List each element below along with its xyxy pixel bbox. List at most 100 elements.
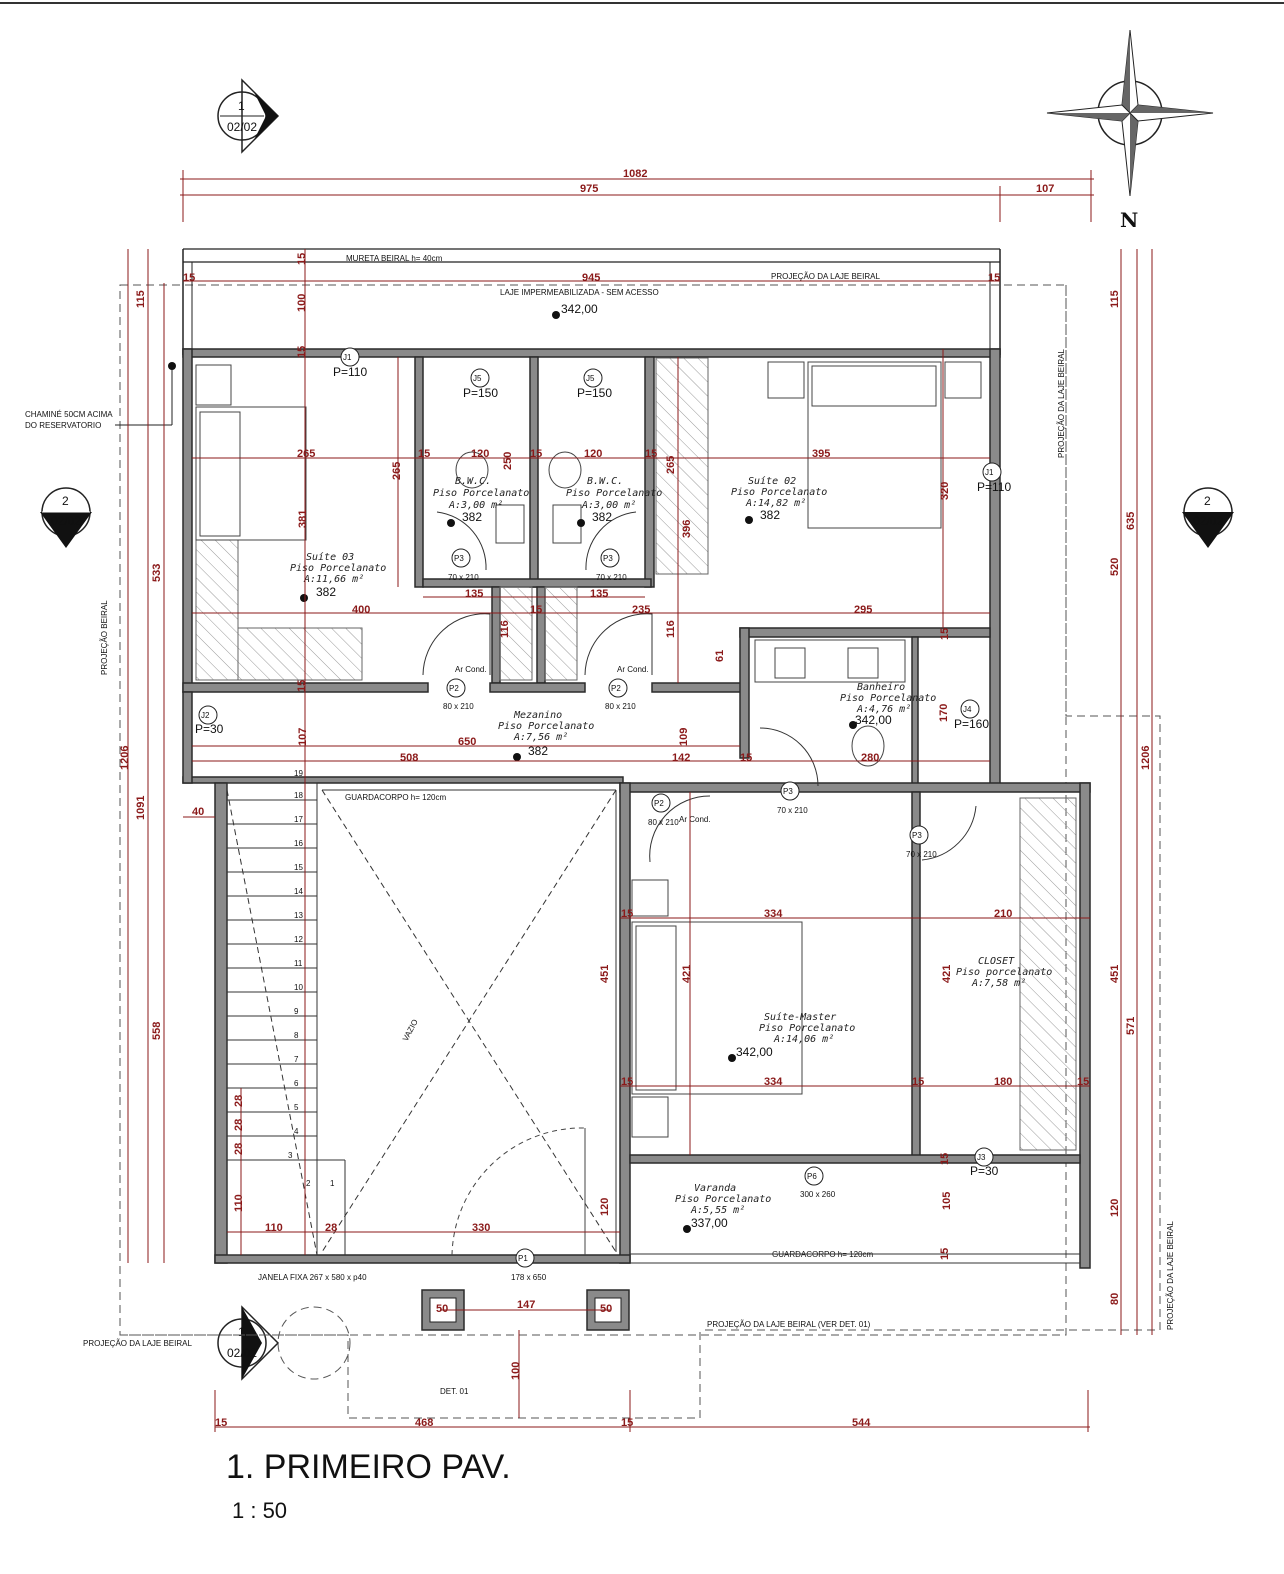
svg-text:Piso Porcelanato: Piso Porcelanato	[759, 1023, 855, 1034]
interior-dimensions: 945 15 15 15 100 15 265 15 120 15 120 15…	[183, 249, 1090, 1418]
svg-text:571: 571	[1125, 1017, 1137, 1035]
section-marker-1-bottom: 1 02/02	[217, 1305, 280, 1381]
svg-text:15: 15	[939, 1153, 951, 1165]
svg-text:295: 295	[854, 604, 872, 616]
room-mezanino: Mezanino Piso Porcelanato A:7,56 m²	[498, 710, 594, 743]
stairs: 19 18 17 16 15 14 13 12 11 10 9 8 7 6 5 …	[226, 769, 346, 1256]
svg-text:2: 2	[62, 494, 69, 508]
svg-text:265: 265	[391, 462, 403, 480]
svg-text:15: 15	[912, 1076, 924, 1088]
svg-text:J4: J4	[963, 705, 972, 714]
section-marker-2-right: 2 02/02	[1182, 487, 1234, 548]
svg-text:70 x 210: 70 x 210	[777, 806, 808, 815]
svg-text:250: 250	[502, 452, 514, 470]
dim-1082: 1082	[623, 168, 647, 180]
bottom-dimensions: 15 468 15 544	[214, 1390, 1090, 1432]
svg-text:100: 100	[510, 1362, 522, 1380]
svg-text:P2: P2	[654, 799, 664, 808]
svg-text:A:5,55 m²: A:5,55 m²	[690, 1205, 745, 1216]
svg-text:PROJEÇÃO BEIRAL: PROJEÇÃO BEIRAL	[100, 600, 109, 675]
svg-text:100: 100	[296, 294, 308, 312]
svg-text:382: 382	[760, 508, 780, 522]
svg-text:7: 7	[294, 1055, 299, 1064]
svg-text:3: 3	[288, 1151, 293, 1160]
right-dimensions: 115 635 520 1206 451 571 120 80	[1109, 249, 1153, 1335]
svg-text:02/02: 02/02	[1193, 514, 1223, 528]
svg-text:CHAMINÉ 50CM ACIMA: CHAMINÉ 50CM ACIMA	[25, 410, 113, 419]
svg-text:J5: J5	[473, 374, 482, 383]
svg-text:382: 382	[462, 510, 482, 524]
svg-text:107: 107	[297, 728, 309, 746]
svg-text:8: 8	[294, 1031, 299, 1040]
svg-text:15: 15	[294, 863, 303, 872]
svg-text:PROJEÇÃO DA LAJE BEIRAL: PROJEÇÃO DA LAJE BEIRAL	[1166, 1221, 1175, 1330]
svg-text:1: 1	[330, 1179, 335, 1188]
svg-text:B.W.C.: B.W.C.	[455, 476, 491, 487]
svg-text:945: 945	[582, 272, 600, 284]
svg-text:544: 544	[852, 1417, 871, 1429]
svg-text:61: 61	[714, 650, 726, 662]
svg-text:02/02: 02/02	[51, 514, 81, 528]
svg-text:P=150: P=150	[463, 386, 498, 400]
svg-text:Suíte 02: Suíte 02	[748, 475, 796, 487]
svg-text:15: 15	[621, 1076, 633, 1088]
svg-text:J2: J2	[201, 711, 210, 720]
svg-text:280: 280	[861, 752, 879, 764]
svg-text:1: 1	[238, 99, 245, 113]
svg-text:395: 395	[812, 448, 830, 460]
svg-text:116: 116	[665, 620, 677, 638]
svg-text:P2: P2	[611, 684, 621, 693]
room-bwc-1: B.W.C. Piso Porcelanato A:3,00 m²	[433, 476, 529, 511]
svg-text:J3: J3	[977, 1153, 986, 1162]
left-dimensions: 115 533 1206 1091 558	[119, 249, 165, 1263]
svg-text:265: 265	[665, 456, 677, 474]
svg-text:A:7,56 m²: A:7,56 m²	[513, 732, 568, 743]
dim-107: 107	[1036, 183, 1054, 195]
svg-text:635: 635	[1125, 512, 1137, 530]
projection-note: PROJEÇÃO DA LAJE BEIRAL	[771, 272, 880, 281]
svg-text:02/02: 02/02	[227, 1346, 257, 1360]
svg-text:334: 334	[764, 908, 783, 920]
svg-text:110: 110	[265, 1222, 283, 1234]
svg-text:135: 135	[465, 588, 483, 600]
svg-text:19: 19	[294, 769, 303, 778]
room-closet: CLOSET Piso porcelanato A:7,58 m²	[956, 956, 1052, 989]
furniture	[195, 361, 982, 1138]
svg-text:15: 15	[296, 680, 308, 692]
svg-text:Ar Cond.: Ar Cond.	[617, 665, 649, 674]
vazio-label: VAZIO	[401, 1018, 420, 1043]
svg-text:210: 210	[994, 908, 1012, 920]
room-varanda: Varanda Piso Porcelanato A:5,55 m²	[675, 1183, 771, 1216]
svg-text:334: 334	[764, 1076, 783, 1088]
svg-text:Piso Porcelanato: Piso Porcelanato	[433, 488, 529, 499]
svg-text:115: 115	[1109, 290, 1121, 308]
svg-text:80 x 210: 80 x 210	[648, 818, 679, 827]
svg-text:265: 265	[297, 448, 315, 460]
svg-text:15: 15	[530, 448, 542, 460]
svg-text:17: 17	[294, 815, 303, 824]
svg-text:PROJEÇÃO DA LAJE BEIRAL: PROJEÇÃO DA LAJE BEIRAL	[83, 1339, 192, 1348]
svg-text:GUARDACORPO h= 120cm: GUARDACORPO h= 120cm	[345, 793, 446, 802]
svg-text:4: 4	[294, 1127, 299, 1136]
notes: MURETA BEIRAL h= 40cm PROJEÇÃO DA LAJE B…	[25, 254, 1175, 1396]
svg-text:105: 105	[941, 1192, 953, 1210]
top-dimensions: 1082 975 107	[180, 168, 1094, 222]
walls	[182, 348, 1091, 1331]
svg-text:80 x 210: 80 x 210	[443, 702, 474, 711]
svg-text:382: 382	[528, 744, 548, 758]
svg-text:2: 2	[306, 1179, 311, 1188]
room-suite-master: Suíte-Master Piso Porcelanato A:14,06 m²	[759, 1011, 855, 1045]
svg-text:1206: 1206	[119, 746, 131, 770]
svg-text:J5: J5	[586, 374, 595, 383]
svg-text:JANELA FIXA 267 x 580 x p40: JANELA FIXA 267 x 580 x p40	[258, 1273, 367, 1282]
svg-text:Piso Porcelanato: Piso Porcelanato	[290, 563, 386, 574]
svg-text:342,00: 342,00	[736, 1045, 773, 1059]
svg-text:Varanda: Varanda	[694, 1183, 736, 1194]
svg-text:P6: P6	[807, 1172, 817, 1181]
svg-text:80 x 210: 80 x 210	[605, 702, 636, 711]
svg-text:15: 15	[530, 604, 542, 616]
svg-text:120: 120	[599, 1198, 611, 1216]
svg-text:451: 451	[1109, 965, 1121, 983]
svg-text:Piso Porcelanato: Piso Porcelanato	[840, 693, 936, 704]
